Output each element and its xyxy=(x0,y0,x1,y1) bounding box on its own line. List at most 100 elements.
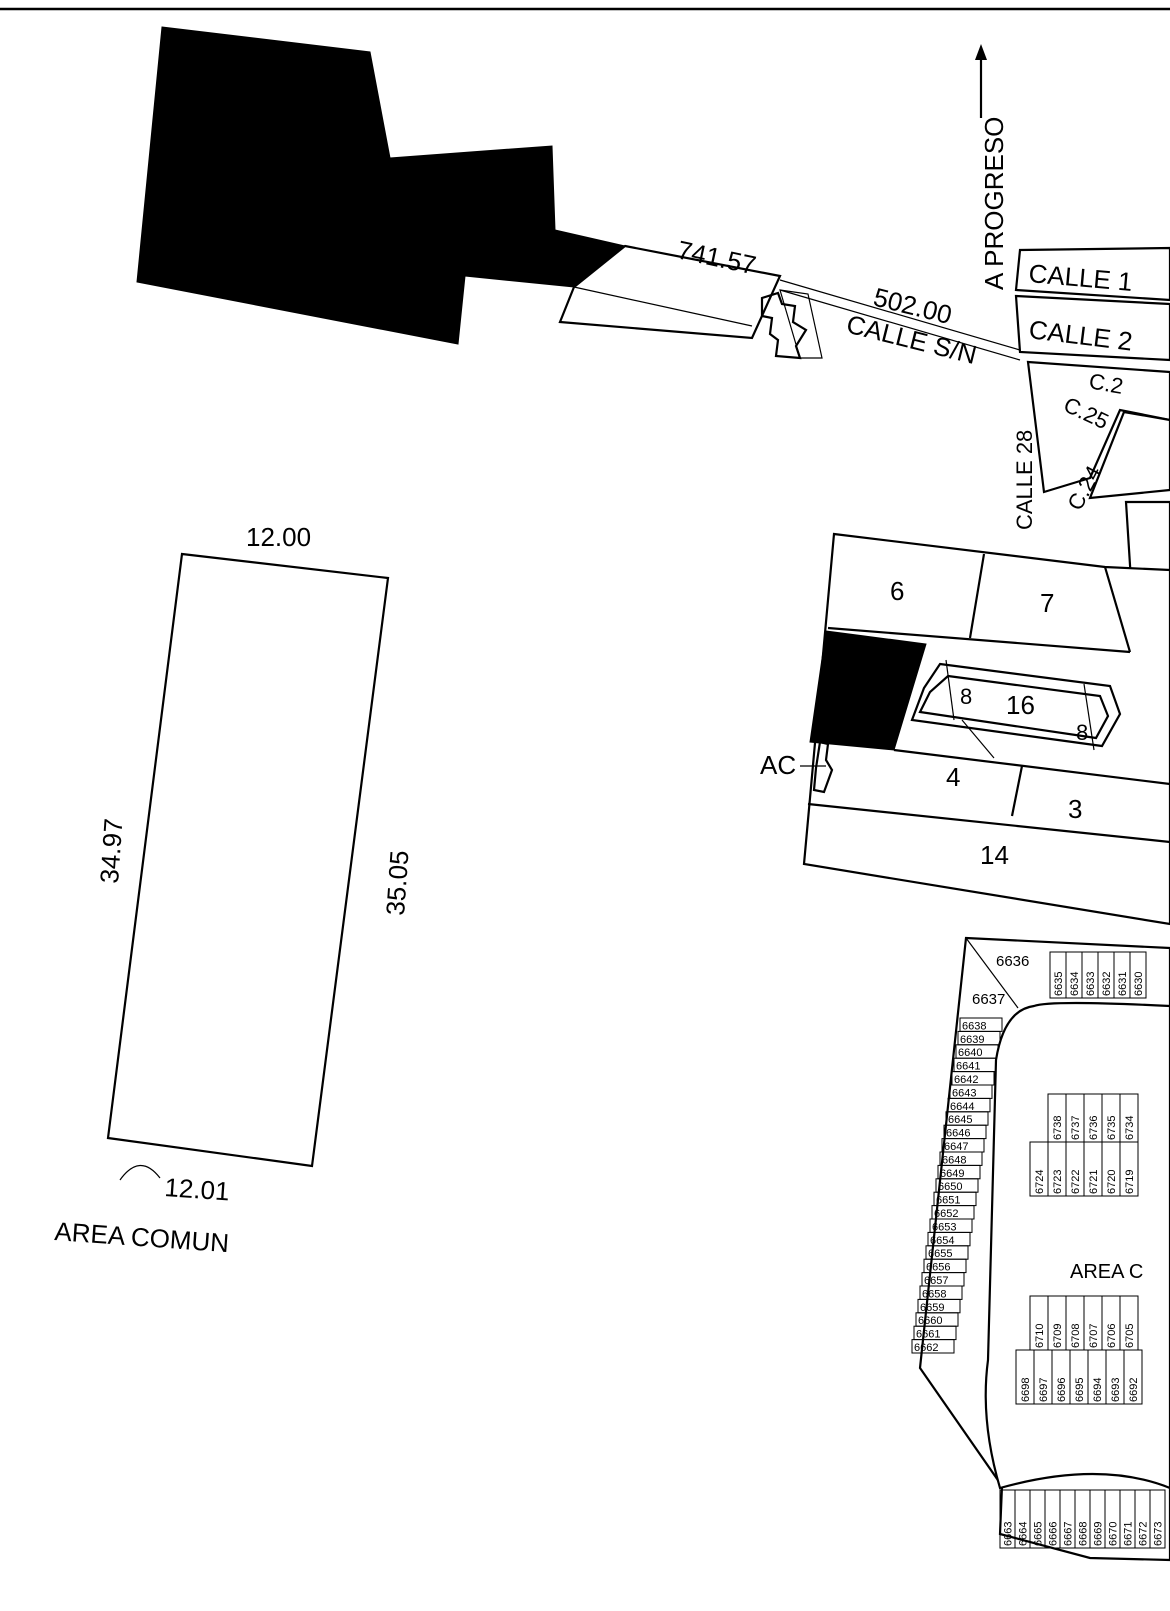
lot-6737: 6737 xyxy=(1070,1116,1082,1140)
lot-6697: 6697 xyxy=(1038,1378,1050,1402)
lot-6666: 6666 xyxy=(1048,1522,1060,1546)
top-row-lots: 6635 6634 6633 6632 6631 6630 xyxy=(1049,951,1147,999)
block-16-outline xyxy=(910,662,1122,748)
block-label-16: 16 xyxy=(1006,690,1035,720)
lot-6648: 6648 xyxy=(942,1154,966,1166)
lot-6665: 6665 xyxy=(1033,1522,1045,1546)
lot-6663: 6663 xyxy=(1003,1522,1015,1546)
lot-6660: 6660 xyxy=(918,1315,942,1327)
divider-lower-row xyxy=(893,748,1170,786)
white-parcel-strip xyxy=(558,244,782,340)
lot-6724: 6724 xyxy=(1034,1170,1046,1194)
dimension-bottom-width: 12.01 xyxy=(164,1172,231,1206)
lot-6664: 6664 xyxy=(1018,1522,1030,1546)
lot-6661: 6661 xyxy=(916,1329,940,1341)
lot-6633: 6633 xyxy=(1085,972,1097,996)
label-calle-28: CALLE 28 xyxy=(1012,430,1037,530)
lot-6667: 6667 xyxy=(1063,1522,1075,1546)
lot-6721: 6721 xyxy=(1088,1170,1100,1194)
lot-6736: 6736 xyxy=(1088,1116,1100,1140)
calle-24-block xyxy=(1088,410,1170,500)
divider-row xyxy=(827,626,1131,654)
lot-6636: 6636 xyxy=(996,953,1029,970)
lot-diagonal xyxy=(965,937,1019,1009)
lot-6641: 6641 xyxy=(956,1061,980,1073)
lot-6634: 6634 xyxy=(1069,972,1081,996)
dimension-left-depth: 34.97 xyxy=(94,817,128,884)
lot-6706: 6706 xyxy=(1106,1324,1118,1348)
lot-6694: 6694 xyxy=(1092,1378,1104,1402)
lot-6659: 6659 xyxy=(920,1302,944,1314)
lot-6647: 6647 xyxy=(944,1141,968,1153)
road-line-top xyxy=(779,279,1021,351)
lot-6635: 6635 xyxy=(1053,972,1065,996)
arc-symbol xyxy=(119,1164,161,1181)
lot-6652: 6652 xyxy=(934,1208,958,1220)
dimension-right-depth: 35.05 xyxy=(380,849,414,916)
label-a-progreso: A PROGRESO xyxy=(979,117,1009,290)
lot-6698: 6698 xyxy=(1020,1378,1032,1402)
block-label-7: 7 xyxy=(1040,588,1054,618)
lot-8-line-a xyxy=(945,659,955,721)
calle-25-block xyxy=(1026,360,1170,494)
diag-line xyxy=(961,719,995,759)
block-label-6: 6 xyxy=(890,576,904,606)
lot-6668: 6668 xyxy=(1078,1522,1090,1546)
lot-cell xyxy=(911,1339,955,1354)
lot-8-line-b xyxy=(1083,683,1095,751)
lot-6630: 6630 xyxy=(1133,972,1145,996)
lot-6644: 6644 xyxy=(950,1101,974,1113)
lot-6719: 6719 xyxy=(1124,1170,1136,1194)
lot-6655: 6655 xyxy=(928,1248,952,1260)
lot-6673: 6673 xyxy=(1153,1522,1165,1546)
building-lot xyxy=(779,289,823,359)
label-area-comun-partial: AREA C xyxy=(1070,1261,1143,1283)
lot-6638: 6638 xyxy=(962,1020,986,1032)
lot-6653: 6653 xyxy=(932,1221,956,1233)
lot-6735: 6735 xyxy=(1106,1116,1118,1140)
lot-6722: 6722 xyxy=(1070,1170,1082,1194)
label-area-comun: AREA COMUN xyxy=(54,1216,230,1258)
ac-outline xyxy=(812,740,834,794)
parcel-divider xyxy=(573,286,753,327)
left-column-lots: 6638663966406641664266436644664566466647… xyxy=(911,1017,1003,1354)
lot-6723: 6723 xyxy=(1052,1170,1064,1194)
road-line-bottom xyxy=(779,289,1021,361)
lot-6692: 6692 xyxy=(1128,1378,1140,1402)
lot-6631: 6631 xyxy=(1117,972,1129,996)
inner-common-area xyxy=(984,1001,1170,1490)
lot-6710: 6710 xyxy=(1034,1324,1046,1348)
block-label-3: 3 xyxy=(1068,794,1082,824)
label-c-23: C.2 xyxy=(1087,368,1125,399)
lot-6649: 6649 xyxy=(940,1168,964,1180)
calle-2x-block xyxy=(1014,294,1170,362)
lot-cell xyxy=(1123,1349,1143,1405)
lot-cell xyxy=(1149,1489,1166,1549)
lot-6642: 6642 xyxy=(954,1074,978,1086)
lot-6709: 6709 xyxy=(1052,1324,1064,1348)
lot-6646: 6646 xyxy=(946,1128,970,1140)
divider-14 xyxy=(807,802,1170,844)
lot-6656: 6656 xyxy=(926,1262,950,1274)
lot-6654: 6654 xyxy=(930,1235,954,1247)
lot-6650: 6650 xyxy=(938,1181,962,1193)
divider-7-right xyxy=(1103,566,1132,653)
calle-19-block xyxy=(1014,246,1170,302)
lot-6637: 6637 xyxy=(972,991,1005,1008)
lot-6657: 6657 xyxy=(924,1275,948,1287)
lot-cell xyxy=(1119,1141,1139,1197)
block-16-inner xyxy=(918,674,1110,740)
lot-6671: 6671 xyxy=(1123,1522,1135,1546)
lot-6734: 6734 xyxy=(1124,1116,1136,1140)
lot-6738: 6738 xyxy=(1052,1116,1064,1140)
north-arrow-head xyxy=(975,44,987,60)
lot-6672: 6672 xyxy=(1138,1522,1150,1546)
lot-6632: 6632 xyxy=(1101,972,1113,996)
lot-6658: 6658 xyxy=(922,1288,946,1300)
block-label-4: 4 xyxy=(946,762,960,792)
lot-6705: 6705 xyxy=(1124,1324,1136,1348)
lot-6708: 6708 xyxy=(1070,1324,1082,1348)
